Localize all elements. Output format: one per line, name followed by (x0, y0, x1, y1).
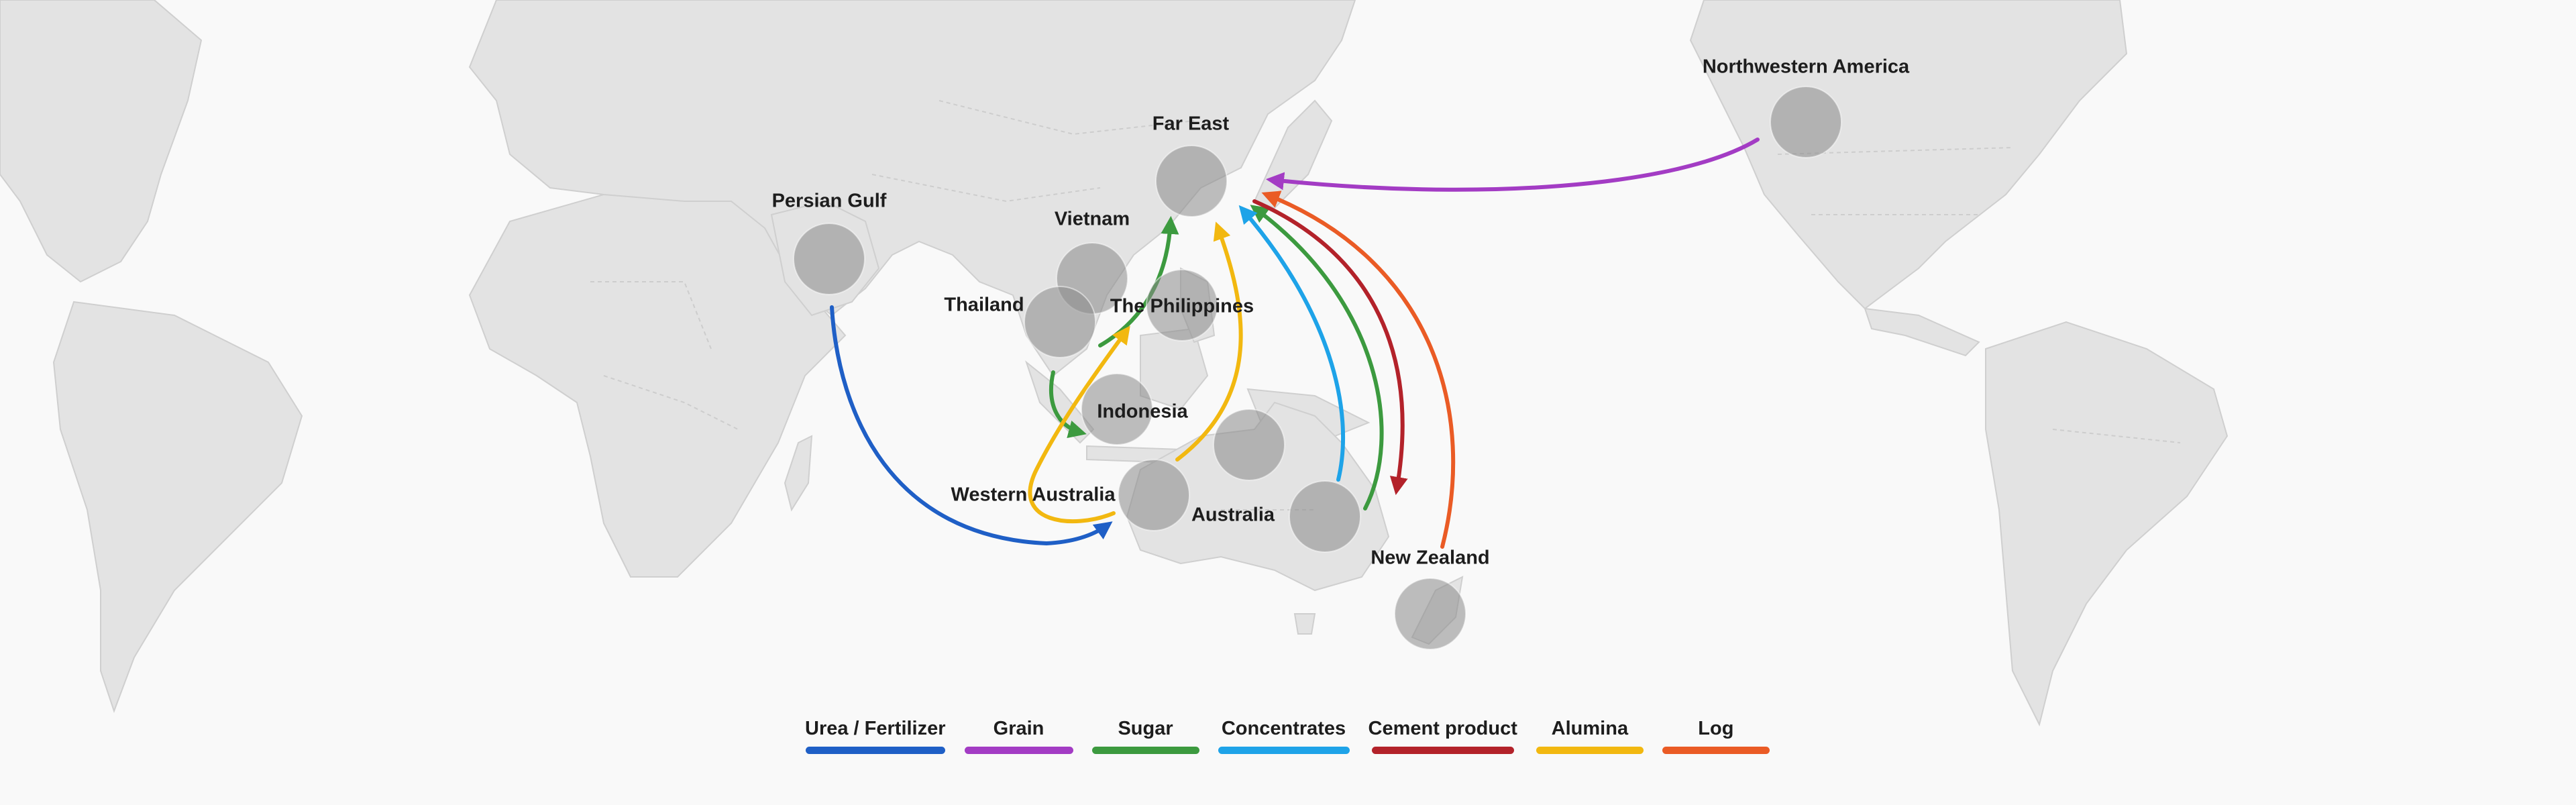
legend-label: Cement product (1368, 718, 1517, 739)
eurasia-landmass (468, 0, 1356, 377)
legend-swatch (1218, 747, 1350, 754)
hub-new-guinea[interactable] (1213, 409, 1285, 481)
route-alumina-western-australia-to-philippines (1028, 325, 1130, 524)
hub-thailand[interactable] (1024, 286, 1096, 358)
legend-item-grain[interactable]: Grain (964, 718, 1073, 754)
route-sugar-thailand-to-indonesia (1049, 370, 1087, 439)
commodity-legend: Urea / Fertilizer Grain Sugar Concentrat… (805, 718, 1770, 754)
route-cement-far-east-to-australia (1252, 199, 1408, 495)
legend-item-alumina[interactable]: Alumina (1536, 718, 1644, 754)
label-new-zealand: New Zealand (1371, 547, 1490, 569)
route-grain-northwestern-america-to-far-east (1265, 138, 1760, 192)
label-far-east: Far East (1152, 113, 1230, 135)
legend-item-log[interactable]: Log (1662, 718, 1770, 754)
hub-persian-gulf[interactable] (793, 223, 865, 295)
hub-far-east[interactable] (1155, 145, 1228, 217)
route-log-new-zealand-to-far-east (1261, 191, 1456, 549)
legend-label: Concentrates (1221, 718, 1346, 739)
legend-label: Sugar (1118, 718, 1173, 739)
label-persian-gulf: Persian Gulf (771, 190, 887, 212)
route-sugar-australia-to-far-east (1250, 205, 1384, 511)
hub-indonesia[interactable] (1081, 373, 1153, 445)
label-indonesia: Indonesia (1097, 400, 1188, 423)
legend-swatch (964, 747, 1073, 754)
trade-routes (830, 138, 1760, 549)
label-thailand: Thailand (944, 294, 1024, 316)
hub-new-zealand[interactable] (1394, 578, 1466, 650)
legend-item-urea[interactable]: Urea / Fertilizer (805, 718, 946, 754)
legend-swatch (1091, 747, 1199, 754)
region-hubs (793, 86, 1842, 650)
legend-label: Log (1698, 718, 1734, 739)
label-western-australia: Western Australia (951, 484, 1116, 506)
hub-australia[interactable] (1289, 480, 1361, 553)
route-alumina-western-australia-to-far-east (1175, 221, 1243, 462)
legend-item-cement[interactable]: Cement product (1368, 718, 1517, 754)
legend-label: Grain (993, 718, 1044, 739)
route-urea-persian-gulf-to-western-australia (830, 305, 1113, 546)
legend-swatch (805, 747, 945, 754)
north-america-east-landmass (1689, 0, 2128, 310)
north-america-west-landmass (0, 0, 203, 283)
tasmania-landmass (1293, 613, 1316, 635)
label-northwestern-america: Northwestern America (1702, 56, 1910, 78)
south-america-east-landmass (1985, 321, 2229, 727)
label-australia: Australia (1191, 504, 1275, 526)
route-concentrates-australia-to-far-east (1238, 205, 1346, 482)
legend-item-concentrates[interactable]: Concentrates (1218, 718, 1350, 754)
hub-western-australia[interactable] (1118, 459, 1190, 531)
central-america-landmass (1864, 307, 1980, 357)
legend-swatch (1662, 747, 1770, 754)
south-america-west-landmass (52, 301, 303, 713)
legend-swatch (1371, 747, 1514, 754)
legend-swatch (1536, 747, 1644, 754)
madagascar-landmass (784, 435, 813, 512)
label-the-philippines: The Philippines (1110, 295, 1254, 317)
landmasses (0, 0, 2229, 727)
hub-northwestern-america[interactable] (1770, 86, 1842, 158)
label-vietnam: Vietnam (1054, 208, 1130, 230)
legend-label: Alumina (1551, 718, 1629, 739)
legend-item-sugar[interactable]: Sugar (1091, 718, 1199, 754)
legend-label: Urea / Fertilizer (805, 718, 946, 739)
hub-the-philippines[interactable] (1146, 269, 1218, 341)
